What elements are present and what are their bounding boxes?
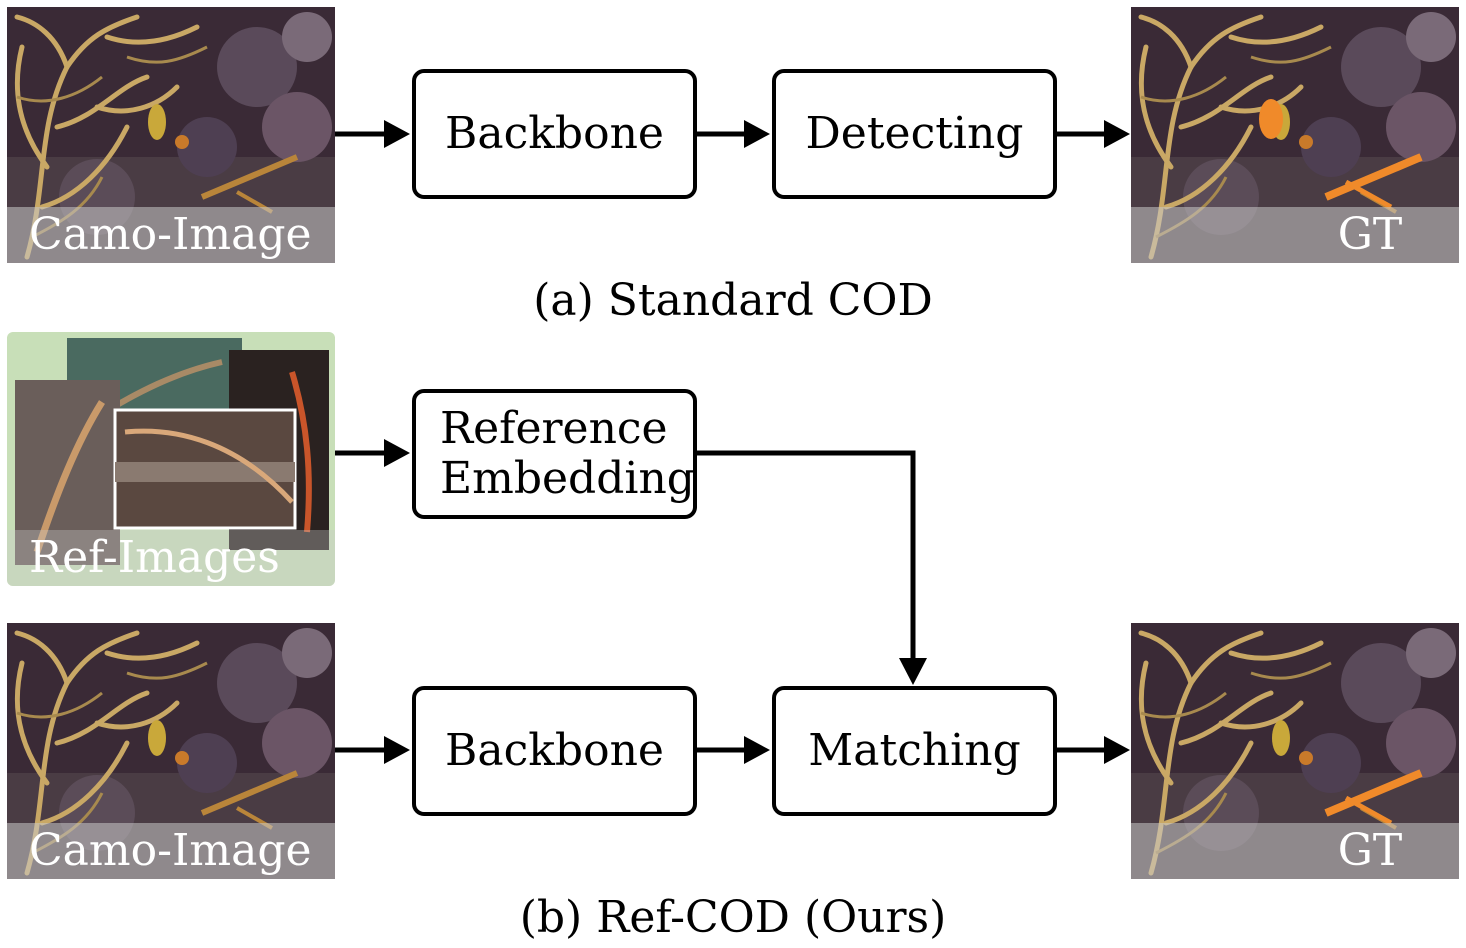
camo-image-b: Camo-Image: [7, 623, 335, 879]
arrowhead: [384, 736, 410, 764]
reference-embedding-box: Reference Embedding: [412, 389, 697, 519]
gt-mask-pipefish-a: [1324, 153, 1423, 201]
arrowhead: [384, 439, 410, 467]
arrowhead: [744, 736, 770, 764]
arrowhead: [899, 658, 927, 685]
gt-label-a: GT: [1131, 207, 1459, 263]
camo-image-label-a: Camo-Image: [7, 207, 335, 263]
arrowhead: [1104, 120, 1130, 148]
ref-images-label: Ref-Images: [7, 530, 335, 586]
backbone-box-b: Backbone: [412, 686, 697, 816]
arrowhead: [744, 120, 770, 148]
gt-image-a: GT: [1131, 7, 1459, 263]
gt-scene-b: [1131, 623, 1459, 879]
camo-image-a: Camo-Image: [7, 7, 335, 263]
detecting-box: Detecting: [772, 69, 1057, 199]
backbone-box-a: Backbone: [412, 69, 697, 199]
gt-image-b: GT: [1131, 623, 1459, 879]
arrowhead: [384, 120, 410, 148]
ref-images: Ref-Images: [7, 332, 335, 586]
gt-label-b: GT: [1131, 823, 1459, 879]
matching-box: Matching: [772, 686, 1057, 816]
camo-image-label-b: Camo-Image: [7, 823, 335, 879]
arrowhead: [1104, 736, 1130, 764]
gt-scene-a: [1131, 7, 1459, 263]
caption-a: (a) Standard COD: [533, 275, 933, 326]
ref-images-collage: [15, 338, 329, 565]
caption-b: (b) Ref-COD (Ours): [519, 892, 947, 943]
gt-mask-fish-a: [1259, 99, 1283, 139]
arrow-embedding-to-matching: [697, 450, 916, 660]
ref-embed-line1: Reference: [440, 403, 668, 454]
gt-mask-pipefish-b: [1324, 769, 1423, 817]
ref-embed-line2: Embedding: [440, 453, 695, 504]
